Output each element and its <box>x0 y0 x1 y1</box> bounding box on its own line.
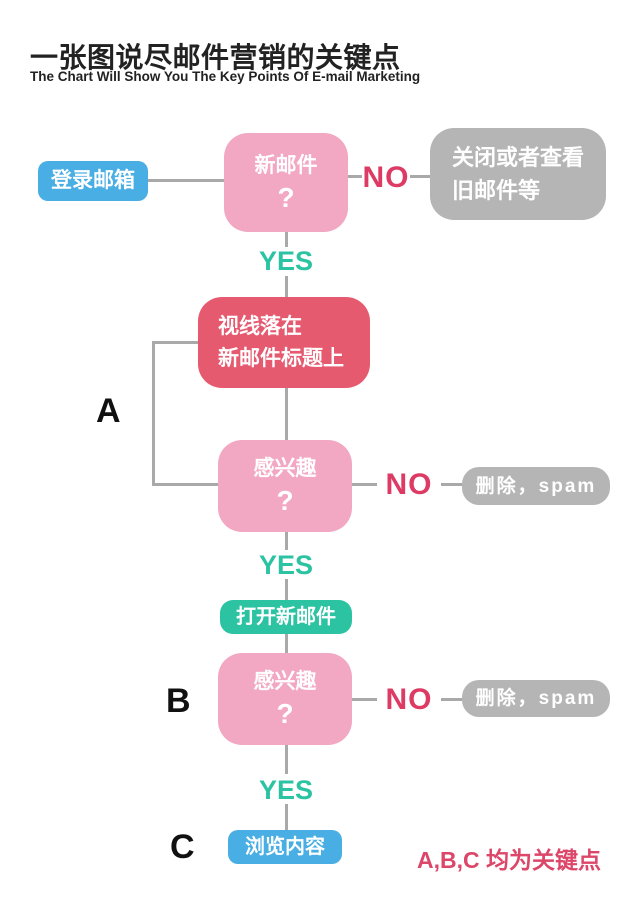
note-key-points: A,B,C 均为关键点 <box>417 847 601 873</box>
action-focus-line2: 新邮件标题上 <box>218 346 344 370</box>
key-point-label-a: A <box>96 392 121 430</box>
connector-no1-to-outcome <box>410 175 430 178</box>
question-mark: ? <box>277 181 295 213</box>
yes-label-2: YES <box>258 550 314 580</box>
node-action-browse-content: 浏览内容 <box>228 830 342 864</box>
yes-label-1: YES <box>258 246 314 276</box>
question-mark: ? <box>276 698 294 729</box>
node-login-mailbox: 登录邮箱 <box>38 161 148 201</box>
yes-label-3: YES <box>258 775 314 805</box>
connector-no2-to-spam1 <box>441 483 462 486</box>
outcome-delete-spam-b-label: 删除，spam <box>475 688 597 709</box>
outcome-close-line1: 关闭或者查看 <box>452 145 585 170</box>
action-focus-line1: 视线落在 <box>218 314 302 338</box>
bracket-a-vertical <box>152 341 155 486</box>
connector-yes1-to-action1 <box>285 276 288 297</box>
node-decision-new-mail: 新邮件 ? <box>224 133 348 232</box>
no-label-2: NO <box>385 468 433 501</box>
decision-new-mail-label: 新邮件 <box>254 153 318 177</box>
bracket-a-top <box>152 341 198 344</box>
bracket-a-bottom <box>152 483 218 486</box>
action-browse-content-label: 浏览内容 <box>245 836 325 858</box>
outcome-delete-spam-a-label: 删除，spam <box>475 475 597 497</box>
connector-no3-to-spam2 <box>441 698 462 701</box>
no-label-1: NO <box>362 161 410 194</box>
node-action-open-new-mail: 打开新邮件 <box>220 600 352 634</box>
outcome-close-line2: 旧邮件等 <box>452 178 541 203</box>
connector-decision3-to-yes3 <box>285 745 288 774</box>
node-decision-interested-a: 感兴趣 ? <box>218 440 352 532</box>
key-point-label-b: B <box>166 682 191 720</box>
connector-decision1-to-no1 <box>348 175 362 178</box>
page-title: 一张图说尽邮件营销的关键点 <box>30 42 401 73</box>
connector-yes2-to-open <box>285 579 288 600</box>
login-mailbox-label: 登录邮箱 <box>51 169 135 192</box>
key-point-label-c: C <box>170 828 195 866</box>
question-mark: ? <box>276 485 294 516</box>
connector-decision2-to-yes2 <box>285 532 288 550</box>
connector-decision1-to-yes1 <box>285 232 288 247</box>
node-outcome-delete-spam-b: 删除，spam <box>462 680 610 717</box>
node-outcome-delete-spam-a: 删除，spam <box>462 467 610 505</box>
decision-interested-b-label: 感兴趣 <box>253 670 317 693</box>
node-decision-interested-b: 感兴趣 ? <box>218 653 352 745</box>
connector-open-to-decision3 <box>285 634 288 653</box>
connector-yes3-to-browse <box>285 804 288 830</box>
connector-login-to-decision1 <box>148 179 224 182</box>
page-subtitle: The Chart Will Show You The Key Points O… <box>30 69 421 84</box>
decision-interested-a-label: 感兴趣 <box>253 457 317 480</box>
no-label-3: NO <box>385 683 433 716</box>
connector-decision2-to-no2 <box>352 483 377 486</box>
connector-action1-to-decision2 <box>285 388 288 440</box>
connector-decision3-to-no3 <box>352 698 377 701</box>
action-open-new-mail-label: 打开新邮件 <box>236 606 336 628</box>
node-action-focus-on-title: 视线落在 新邮件标题上 <box>198 297 370 388</box>
node-outcome-close-old-mail: 关闭或者查看 旧邮件等 <box>430 128 606 220</box>
